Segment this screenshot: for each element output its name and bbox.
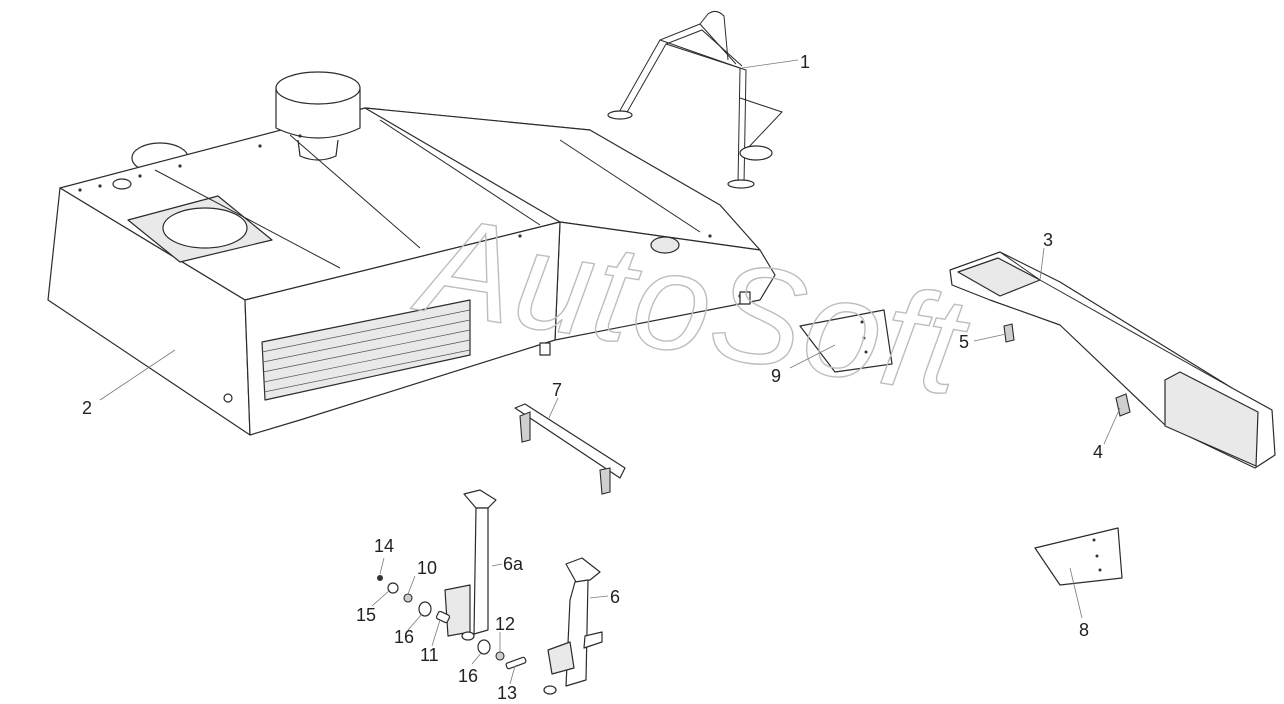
callout-15: 15 — [356, 605, 376, 625]
callout-5: 5 — [959, 332, 969, 352]
part-6a-bracket — [444, 489, 497, 641]
part-1-guard-frame — [607, 10, 783, 189]
part-3-side-panel — [949, 251, 1276, 469]
callout-16-left: 16 — [394, 627, 414, 647]
part-13-bolt — [505, 656, 527, 670]
callout-11: 11 — [420, 645, 439, 665]
callout-9: 9 — [771, 366, 781, 386]
part-4-bracket — [1115, 393, 1131, 417]
callout-4: 4 — [1093, 442, 1103, 462]
callout-labels: 1 2 3 4 5 6 6a 7 8 9 10 11 12 13 14 15 1… — [82, 52, 1103, 703]
callout-3: 3 — [1043, 230, 1053, 250]
part-7-support — [514, 403, 626, 495]
part-9-plate — [799, 309, 893, 373]
callout-13: 13 — [497, 683, 517, 703]
callout-16-right: 16 — [458, 666, 478, 686]
part-16-bushing-2 — [477, 639, 491, 655]
part-10-washer — [403, 593, 413, 603]
part-5-bracket — [1003, 323, 1015, 343]
fasteners-right-group — [477, 639, 527, 670]
callout-10: 10 — [417, 558, 437, 578]
part-2-hood-housing — [47, 71, 776, 436]
callout-7: 7 — [552, 380, 562, 400]
part-6-bracket — [543, 557, 603, 695]
callout-2: 2 — [82, 398, 92, 418]
callout-6: 6 — [610, 587, 620, 607]
part-16-bushing — [418, 601, 432, 617]
part-8-plate — [1034, 527, 1123, 586]
callout-1: 1 — [800, 52, 810, 72]
callout-14: 14 — [374, 536, 394, 556]
fasteners-left-group — [377, 575, 451, 624]
part-11-spacer — [435, 610, 451, 624]
callout-12: 12 — [495, 614, 515, 634]
part-14-nut — [377, 575, 383, 581]
callout-6a: 6a — [503, 554, 524, 574]
part-12-washer — [495, 651, 505, 661]
part-15-washer — [387, 582, 399, 594]
callout-8: 8 — [1079, 620, 1089, 640]
leader-lines — [99, 59, 1121, 685]
